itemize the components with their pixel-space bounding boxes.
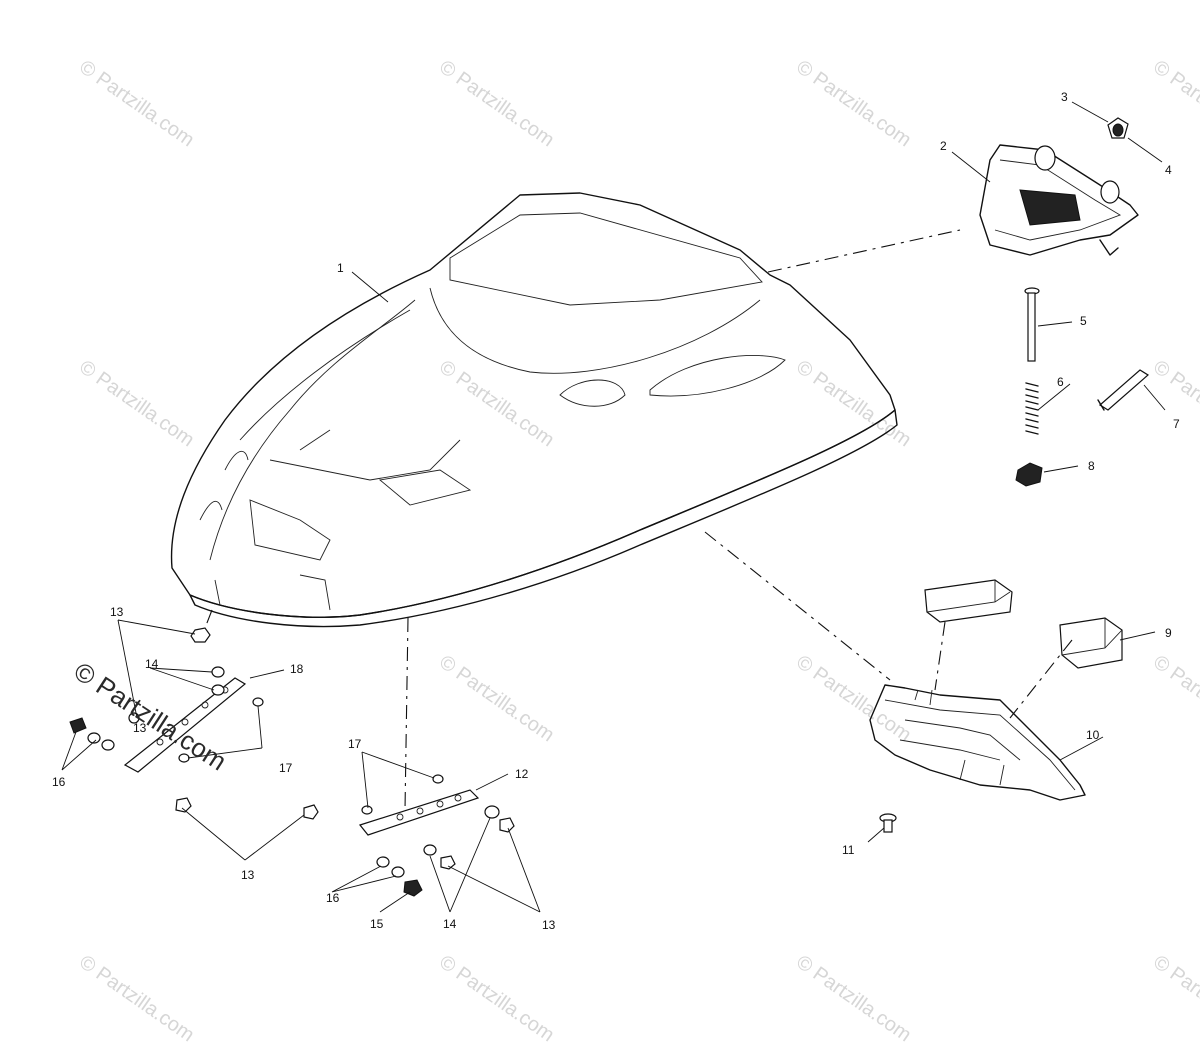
callout-label: 13 <box>110 605 124 619</box>
callout-label: 12 <box>515 767 529 781</box>
watermark: © Partzilla.com <box>75 951 198 1046</box>
callout-label: 3 <box>1061 90 1068 104</box>
bracket-right-part <box>358 789 480 836</box>
callout-label: 13 <box>542 918 556 932</box>
callout-label: 7 <box>1173 417 1180 431</box>
callout-label: 1 <box>337 261 344 275</box>
watermark: © Partzilla.com <box>435 951 558 1046</box>
callout-label: 11 <box>842 843 855 857</box>
callout-label: 13 <box>241 868 255 882</box>
assembly-lines <box>204 229 1073 811</box>
callout-label: 5 <box>1080 314 1087 328</box>
callout-label: 8 <box>1088 459 1095 473</box>
watermark: © Partzilla.com <box>75 56 198 151</box>
callout-label: 13 <box>133 721 147 735</box>
bolt-part <box>1024 287 1040 362</box>
headlight-housing-part <box>979 144 1139 256</box>
callout-label: 16 <box>52 775 66 789</box>
callout-label: 4 <box>1165 163 1172 177</box>
callout-label: 17 <box>279 761 293 775</box>
storage-tray-part <box>869 684 1086 801</box>
hood-part <box>170 192 898 628</box>
callout-label: 14 <box>145 657 159 671</box>
callout-label: 16 <box>326 891 340 905</box>
spring-part <box>1025 382 1039 435</box>
bracket-left-part <box>123 677 247 773</box>
callout-label: 14 <box>443 917 457 931</box>
leader-lines <box>61 101 1166 913</box>
watermark: © Partzilla.com <box>435 651 558 746</box>
watermark: © Partzilla.com <box>75 356 198 451</box>
callout-label: 6 <box>1057 375 1064 389</box>
watermark: © Partzilla.com <box>792 651 915 746</box>
watermark: © Partzilla.com <box>435 356 558 451</box>
callout-label: 10 <box>1086 728 1100 742</box>
callout-label: 15 <box>370 917 384 931</box>
watermark: © Partzilla.com <box>792 356 915 451</box>
watermark: © Partzilla.com <box>1149 951 1200 1046</box>
screw-part <box>879 813 897 833</box>
watermark: © Partzilla.com <box>1149 651 1200 746</box>
callout-label: 18 <box>290 662 304 676</box>
knob-part <box>1015 462 1043 487</box>
callout-label: 17 <box>348 737 362 751</box>
strap-part <box>1097 369 1150 411</box>
watermark: © Partzilla.com <box>792 56 915 151</box>
callout-label: 2 <box>940 139 947 153</box>
foam-block-part <box>924 579 1123 669</box>
watermark: © Partzilla.com <box>1149 56 1200 151</box>
hardware-group <box>69 627 515 897</box>
watermark: © Partzilla.com <box>792 951 915 1046</box>
watermark: © Partzilla.com <box>435 56 558 151</box>
watermark: © Partzilla.com <box>1149 356 1200 451</box>
callout-labels: 1 2 3 4 5 6 7 8 9 10 11 12 13 13 13 13 1… <box>52 90 1180 932</box>
callout-label: 9 <box>1165 626 1172 640</box>
bulb-part <box>1107 117 1129 139</box>
